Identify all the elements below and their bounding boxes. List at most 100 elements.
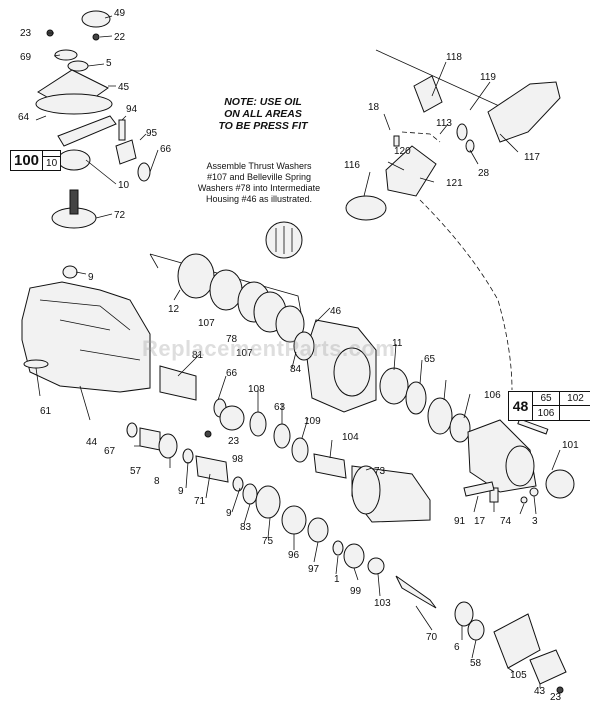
part-label-95: 95 (146, 128, 158, 139)
bearing-103 (367, 557, 385, 575)
part-label-69: 69 (20, 52, 32, 63)
part-label-6: 6 (454, 642, 460, 653)
pin-94 (118, 119, 126, 141)
ring-1 (332, 540, 344, 556)
bearing-9-top (62, 265, 78, 279)
band-116 (345, 195, 387, 221)
part-label-103: 103 (374, 598, 391, 609)
leader-lines (35, 15, 561, 688)
gear-8 (158, 433, 178, 459)
part-label-109: 109 (304, 416, 321, 427)
bearing-11 (379, 367, 409, 405)
assembly-instruction: Assemble Thrust Washers #107 and Bellevi… (195, 161, 323, 205)
pin-101-shaft (517, 418, 549, 435)
shaft-72 (69, 189, 79, 215)
flange-43 (529, 649, 567, 685)
pin-18 (393, 135, 400, 147)
assembly-path-2 (401, 131, 441, 143)
gasket-64 (35, 93, 113, 115)
part-label-67: 67 (104, 446, 116, 457)
kit-box-100-main: 100 (11, 151, 44, 170)
spring-75 (255, 485, 281, 519)
handle-ring-113 (456, 123, 468, 141)
washer-107-a (209, 269, 243, 311)
part-label-73: 73 (374, 466, 386, 477)
screw-22 (92, 33, 100, 41)
clamp-118 (413, 75, 443, 113)
kit-box-48: 48 65 102 106 (508, 391, 590, 421)
part-label-99: 99 (350, 586, 362, 597)
ring-66-top (137, 162, 151, 182)
part-label-49: 49 (114, 8, 126, 19)
part-label-104: 104 (342, 432, 359, 443)
sleeve-105 (493, 613, 541, 669)
kit-box-48-cell-102: 102 (560, 392, 590, 406)
housing-detail (39, 299, 141, 361)
part-label-70: 70 (426, 632, 438, 643)
cap-101 (545, 469, 575, 499)
note-line-3: TO BE PRESS FIT (218, 120, 308, 132)
part-label-1: 1 (334, 574, 340, 585)
oil-note: NOTE: USE OIL ON ALL AREAS TO BE PRESS F… (198, 96, 328, 132)
shaft-71 (195, 455, 229, 483)
bearing-9-mid (182, 448, 194, 464)
part-label-10: 10 (118, 180, 130, 191)
ring-106 (449, 413, 471, 443)
kit-box-48-cell-empty (560, 406, 590, 420)
part-cap-49 (81, 10, 111, 28)
ring-6 (454, 601, 474, 627)
part-label-91: 91 (454, 516, 466, 527)
part-label-75: 75 (262, 536, 274, 547)
part-label-74: 74 (500, 516, 512, 527)
part-label-43: 43 (534, 686, 546, 697)
part-label-118: 118 (446, 52, 462, 63)
part-label-101: 101 (562, 440, 579, 451)
part-label-23: 23 (20, 28, 32, 39)
part-labels: 4922236954564949566107291210778107468481… (18, 8, 579, 703)
instr-line-3: Washers #78 into Intermediate (197, 183, 321, 193)
spindle-104 (313, 453, 347, 479)
bearing-10 (57, 149, 91, 171)
part-label-66: 66 (226, 368, 238, 379)
instr-line-1: Assemble Thrust Washers (206, 161, 312, 171)
ring-74 (520, 496, 528, 504)
part-label-65: 65 (424, 354, 436, 365)
kit-box-100-sub: 10 (43, 156, 61, 170)
detail-hatch (275, 226, 293, 254)
ring-108 (249, 411, 267, 437)
part-label-117: 117 (524, 152, 540, 163)
sleeve-98 (219, 405, 245, 431)
sleeve-95 (115, 139, 137, 165)
part-label-46: 46 (330, 306, 342, 317)
connecting-rod (57, 115, 117, 147)
part-label-71: 71 (194, 496, 206, 507)
part-label-8: 8 (154, 476, 160, 487)
part-label-44: 44 (86, 437, 98, 448)
part-label-57: 57 (130, 466, 142, 477)
note-line-1: NOTE: USE OIL (224, 96, 302, 108)
kit-box-100: 100 10 (10, 150, 62, 171)
bearing-5 (67, 60, 89, 72)
part-label-106: 106 (484, 390, 501, 401)
ring-69 (54, 49, 78, 61)
part-label-23: 23 (550, 692, 562, 703)
part-label-108: 108 (248, 384, 265, 395)
bearing-12 (177, 253, 215, 299)
part-label-9: 9 (88, 272, 94, 283)
part-label-81: 81 (192, 350, 204, 361)
note-line-2: ON ALL AREAS (224, 108, 302, 120)
gear-96 (281, 505, 307, 535)
part-label-121: 121 (446, 178, 463, 189)
part-label-64: 64 (18, 112, 30, 123)
part-label-107: 107 (236, 348, 253, 359)
part-label-107: 107 (198, 318, 215, 329)
part-label-9: 9 (226, 508, 232, 519)
spring-83 (242, 483, 258, 505)
handle-117 (487, 81, 561, 143)
shaft-70 (395, 575, 437, 609)
housing-44 (21, 281, 151, 393)
front-bore (505, 445, 535, 487)
part-label-61: 61 (40, 406, 52, 417)
ring-61 (23, 359, 49, 369)
